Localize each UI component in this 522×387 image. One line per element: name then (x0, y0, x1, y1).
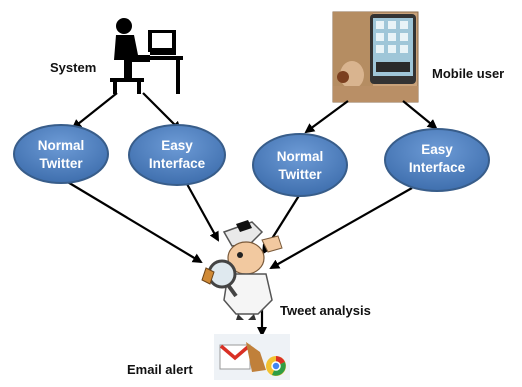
node-right-normal-twitter: Normal Twitter (252, 133, 348, 197)
node-label-line1: Normal (277, 149, 324, 164)
node-label-line2: Interface (409, 160, 466, 175)
node-label-line1: Easy (161, 138, 193, 153)
phone-in-hand-icon (332, 11, 419, 103)
arrow-easy-interface-to-analysis (186, 183, 219, 242)
node-label-line2: Twitter (278, 167, 322, 182)
system-label: System (50, 60, 96, 75)
arrows (65, 92, 438, 337)
email-alert-label: Email alert (127, 362, 193, 377)
arrow-mobile-to-normal-twitter (304, 100, 349, 134)
node-label-line1: Easy (421, 142, 453, 157)
person-at-computer-icon (110, 18, 183, 94)
arrow-normal-twitter-to-analysis (65, 180, 203, 264)
arrow-mobile-to-easy-interface (402, 100, 438, 130)
gmail-chrome-icon (214, 334, 290, 380)
arrow-system-to-normal-twitter (71, 92, 118, 130)
node-right-easy-interface: Easy Interface (384, 128, 490, 192)
node-label-line2: Interface (149, 156, 206, 171)
node-label-line2: Twitter (39, 156, 83, 171)
detective-magnifier-icon (201, 220, 283, 320)
mobile-user-label: Mobile user (432, 66, 504, 81)
node-left-normal-twitter: Normal Twitter (13, 124, 109, 184)
node-label-line1: Normal (38, 138, 85, 153)
tweet-analysis-label: Tweet analysis (280, 303, 371, 318)
node-left-easy-interface: Easy Interface (128, 124, 226, 186)
arrow-system-to-easy-interface (142, 92, 182, 132)
arrow-easy-interface-2-to-analysis (269, 187, 413, 269)
